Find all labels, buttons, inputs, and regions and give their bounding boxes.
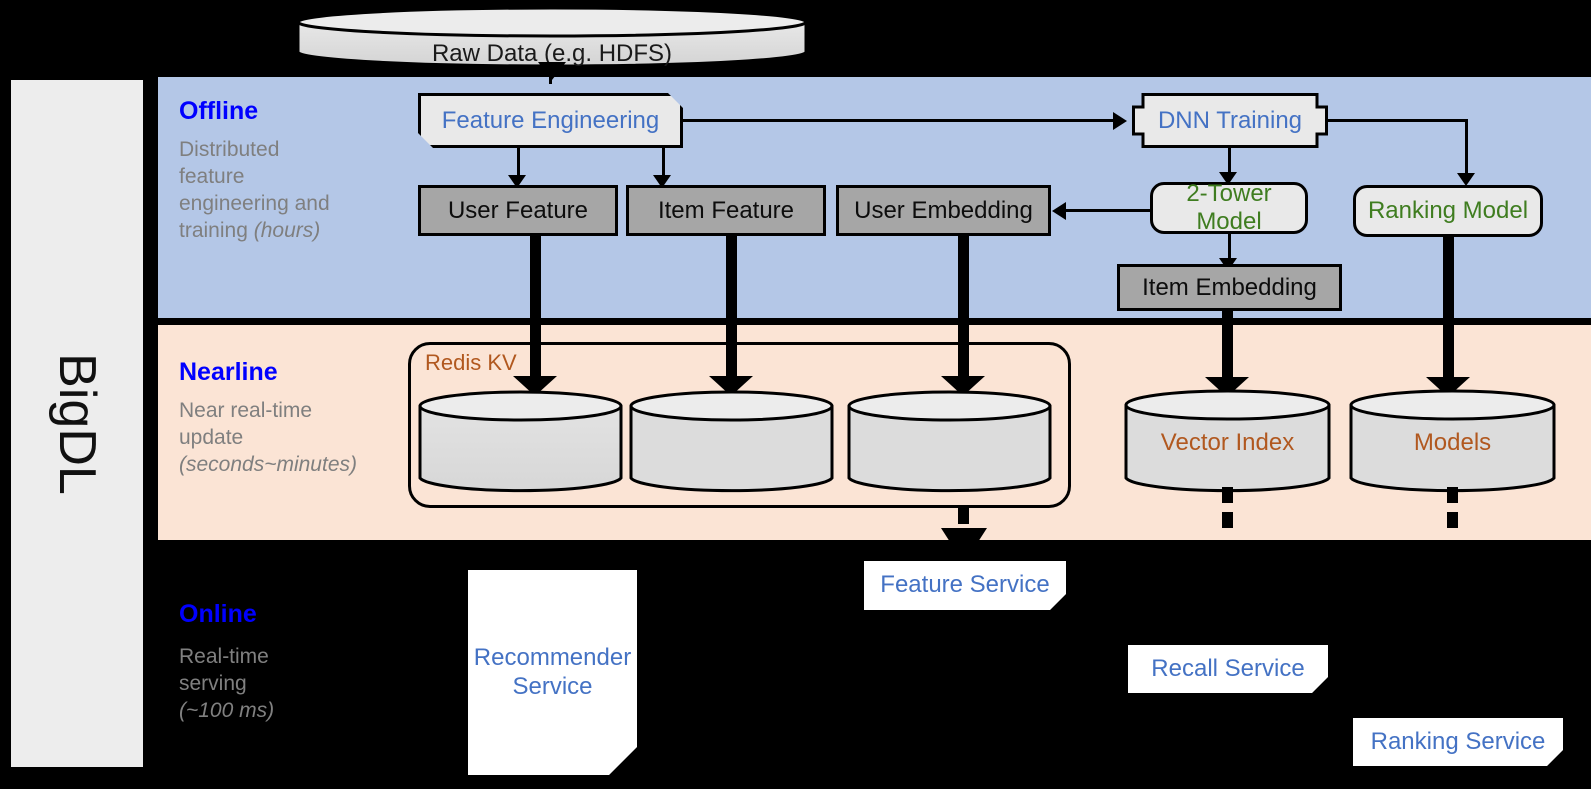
- user-feature-label: User Feature: [447, 196, 589, 224]
- user-embedding-label: User Embedding: [854, 196, 1033, 224]
- ranking-model-label: Ranking Model: [1367, 197, 1529, 225]
- bigdl-label: BigDL: [48, 352, 107, 495]
- recommender-service-l2: Service: [512, 672, 593, 700]
- user-feature-box[interactable]: User Feature: [418, 185, 618, 236]
- dash-models-2: [1447, 512, 1458, 528]
- nearline-title: Nearline: [179, 358, 278, 386]
- arrow-twotower-userembedding-line: [1066, 209, 1152, 212]
- dash-featureservice-1: [958, 508, 969, 524]
- dash-vectorindex-2: [1222, 512, 1233, 528]
- online-sub-l1: Real-time: [179, 645, 269, 668]
- thick-arrow-rankingmodel-models-line: [1443, 237, 1454, 383]
- user-embedding-box[interactable]: User Embedding: [836, 185, 1051, 236]
- item-feature-box[interactable]: Item Feature: [626, 185, 826, 236]
- dash-models-1: [1447, 487, 1458, 503]
- raw-data-cylinder: Raw Data (e.g. HDFS): [296, 6, 808, 68]
- arrow-twotower-userembedding-head: [1052, 202, 1066, 220]
- online-subtitle: Real-time serving (~100 ms): [179, 644, 399, 725]
- arrow-fe-userfeature-line: [517, 148, 520, 179]
- ranking-service-box[interactable]: Ranking Service: [1353, 718, 1563, 766]
- redis-kv-label: Redis KV: [425, 350, 517, 375]
- two-tower-model-box[interactable]: 2-Tower Model: [1150, 180, 1308, 235]
- offline-sub-l2: feature: [179, 164, 245, 188]
- thick-arrow-userfeature-line: [530, 236, 541, 382]
- recommender-service-box[interactable]: Recommender Service: [468, 570, 637, 775]
- kv-cylinder-1[interactable]: [418, 390, 623, 494]
- two-tower-model-label: 2-Tower Model: [1186, 180, 1272, 235]
- dnn-training-label: DNN Training: [1157, 106, 1303, 134]
- arrow-dnn-twotower-line: [1228, 148, 1231, 176]
- offline-title: Offline: [179, 97, 259, 125]
- nearline-sub-l1: Near real-time: [179, 399, 313, 422]
- kv-cylinder-2[interactable]: [629, 390, 834, 494]
- offline-sub-l1: Distributed: [179, 138, 280, 161]
- feature-engineering-label: Feature Engineering: [441, 106, 660, 134]
- dash-vectorindex-1: [1222, 487, 1233, 503]
- offline-sub-l3: engineering and: [179, 191, 330, 215]
- item-embedding-label: Item Embedding: [1142, 273, 1317, 301]
- kv-cylinder-3[interactable]: [847, 390, 1052, 494]
- arrow-rawdata-fe-head: [538, 62, 566, 80]
- thick-arrow-itemfeature-line: [726, 236, 737, 382]
- arrow-dnn-ranking-head: [1457, 173, 1475, 186]
- arrow-fe-dnn-head: [1113, 112, 1127, 130]
- item-embedding-box[interactable]: Item Embedding: [1117, 264, 1342, 311]
- online-title: Online: [179, 600, 257, 628]
- online-sub-italic: (~100 ms): [179, 698, 275, 722]
- arrow-dnn-twotower-head: [1219, 172, 1237, 185]
- recall-service-label: Recall Service: [1151, 654, 1305, 682]
- feature-service-label: Feature Service: [880, 571, 1050, 599]
- thick-arrow-userembedding-line: [958, 236, 969, 382]
- feature-engineering-box[interactable]: Feature Engineering: [418, 93, 683, 148]
- offline-sub-l4: training: [179, 218, 254, 242]
- arrow-twotower-itememb-line: [1228, 234, 1231, 262]
- arrow-fe-userfeature-head: [508, 175, 526, 188]
- arrow-dnn-ranking-h: [1328, 119, 1468, 122]
- thick-arrow-itememb-vectorindex-line: [1222, 311, 1233, 383]
- feature-service-box[interactable]: Feature Service: [864, 561, 1066, 610]
- models-cylinder[interactable]: Models: [1349, 389, 1556, 494]
- arrow-dnn-ranking-v: [1465, 119, 1468, 178]
- arrow-fe-dnn-line: [683, 119, 1113, 122]
- vector-index-cylinder[interactable]: Vector Index: [1124, 389, 1331, 494]
- nearline-subtitle: Near real-time update (seconds~minutes): [179, 398, 409, 479]
- ranking-service-label: Ranking Service: [1370, 727, 1546, 755]
- arrow-fe-itemfeature-line: [662, 148, 665, 179]
- online-sub-l2: serving: [179, 671, 247, 695]
- offline-subtitle: Distributed feature engineering and trai…: [179, 137, 394, 245]
- recommender-service-l1: Recommender: [473, 644, 632, 672]
- arrow-featureservice-head: [941, 528, 987, 548]
- redis-kv-container: [408, 342, 1071, 508]
- ranking-model-box[interactable]: Ranking Model: [1353, 185, 1543, 237]
- offline-sub-italic: (hours): [253, 218, 321, 242]
- nearline-sub-italic: (seconds~minutes): [179, 452, 357, 476]
- recall-service-box[interactable]: Recall Service: [1128, 645, 1328, 693]
- dnn-training-box[interactable]: DNN Training: [1132, 93, 1328, 148]
- item-feature-label: Item Feature: [657, 196, 795, 224]
- arrow-fe-itemfeature-head: [653, 175, 671, 188]
- bigdl-sidebar: BigDL: [8, 77, 146, 770]
- nearline-sub-l2: update: [179, 425, 244, 449]
